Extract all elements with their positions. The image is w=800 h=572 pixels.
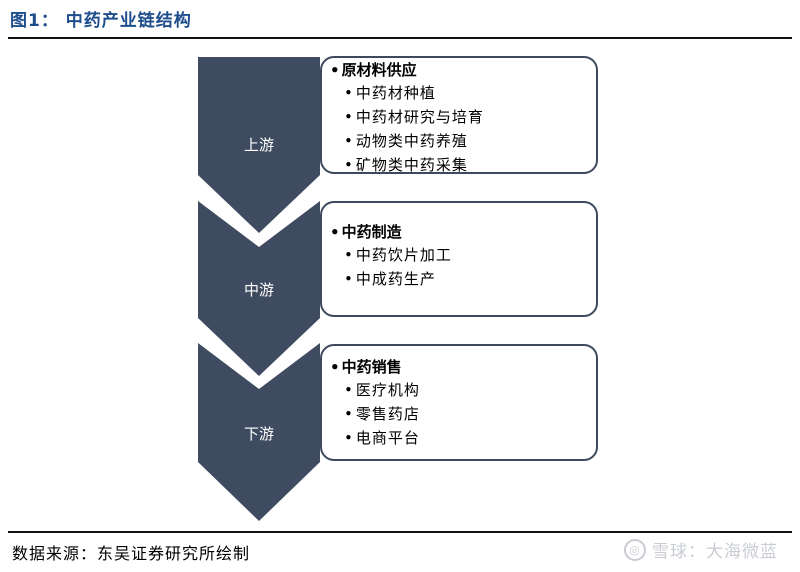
list-item: •零售药店 xyxy=(330,402,596,426)
figure-title: 图1： 中药产业链结构 xyxy=(10,11,192,31)
bullet-icon: • xyxy=(344,108,354,126)
list-item: •中药饮片加工 xyxy=(330,243,596,267)
list-item: •矿物类中药采集 xyxy=(330,153,596,177)
box-heading: •中药制造 xyxy=(330,223,402,241)
list-item: •动物类中药养殖 xyxy=(330,129,596,153)
box-heading: •中药销售 xyxy=(330,358,402,376)
bullet-icon: • xyxy=(330,358,340,376)
snowball-logo-icon: ◎ xyxy=(624,538,646,561)
downstream-box: •中药销售 •医疗机构 •零售药店 •电商平台 xyxy=(320,344,598,461)
list-item: •中药材种植 xyxy=(330,81,596,105)
bullet-icon: • xyxy=(344,132,354,150)
midstream-box: •中药制造 •中药饮片加工 •中成药生产 xyxy=(320,201,598,317)
bullet-icon: • xyxy=(344,270,354,288)
bullet-icon: • xyxy=(344,156,354,174)
bullet-icon: • xyxy=(330,61,340,79)
list-item: •医疗机构 xyxy=(330,378,596,402)
chevron-midstream xyxy=(198,201,320,376)
bullet-icon: • xyxy=(344,405,354,423)
bottom-rule xyxy=(8,531,792,533)
source-note: 数据来源：东吴证券研究所绘制 xyxy=(12,544,251,563)
bullet-icon: • xyxy=(330,223,340,241)
list-item: •电商平台 xyxy=(330,426,596,450)
bullet-icon: • xyxy=(344,246,354,264)
stage-label-midstream: 中游 xyxy=(243,281,274,299)
watermark: ◎ 雪球：大海微蓝 xyxy=(624,537,778,562)
chevron-downstream xyxy=(198,343,320,521)
upstream-box: •原材料供应 •中药材种植 •中药材研究与培育 •动物类中药养殖 •矿物类中药采… xyxy=(320,56,598,174)
stage-label-upstream: 上游 xyxy=(243,136,274,154)
stage-label-downstream: 下游 xyxy=(243,425,274,443)
bullet-icon: • xyxy=(344,429,354,447)
list-item: •中药材研究与培育 xyxy=(330,105,596,129)
chevron-upstream xyxy=(198,57,320,233)
bullet-icon: • xyxy=(344,381,354,399)
list-item: •中成药生产 xyxy=(330,267,596,291)
watermark-text: 雪球：大海微蓝 xyxy=(652,542,778,562)
box-heading: •原材料供应 xyxy=(330,61,417,79)
top-rule xyxy=(8,37,792,39)
bullet-icon: • xyxy=(344,84,354,102)
